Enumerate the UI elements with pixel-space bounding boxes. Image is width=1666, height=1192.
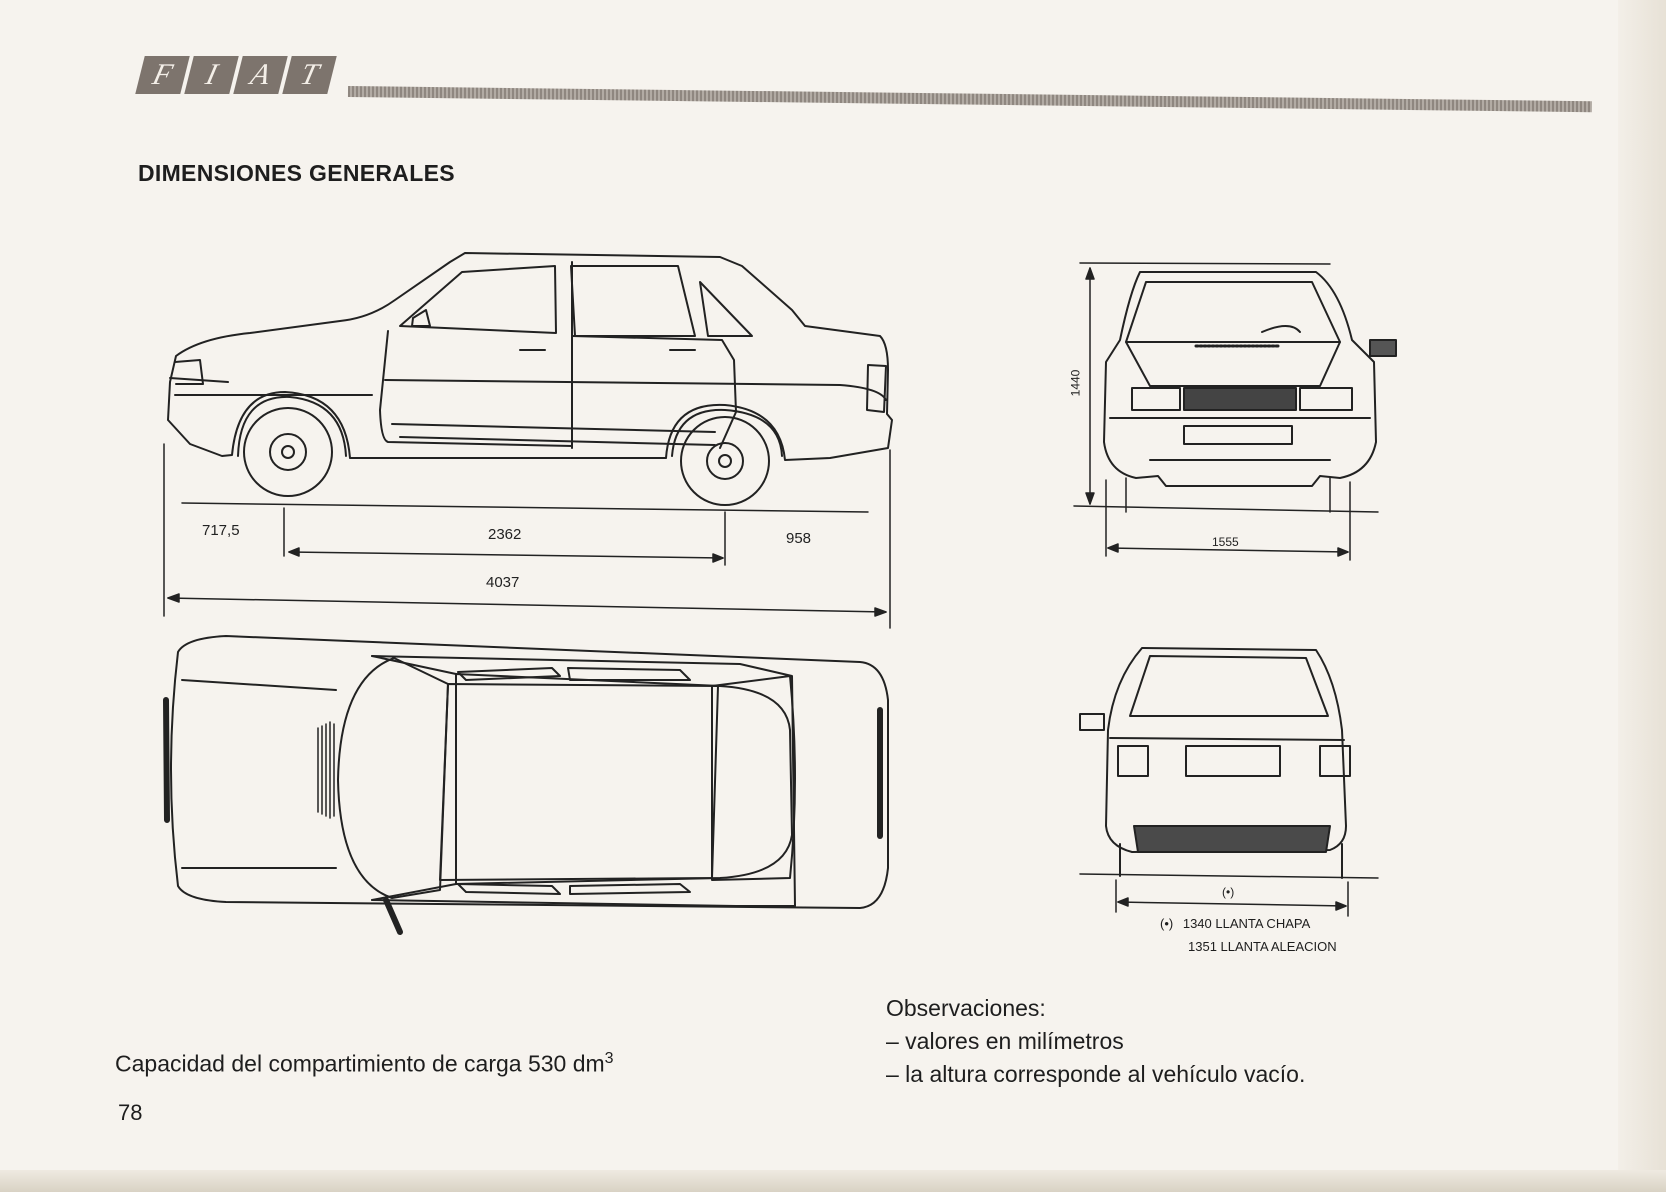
side-view-car [167, 252, 893, 461]
observation-item: – valores en milímetros [886, 1028, 1124, 1054]
observations-list: Observaciones: – valores en milímetros –… [886, 992, 1305, 1091]
cargo-capacity-exponent: 3 [604, 1050, 614, 1067]
observation-item: – la altura corresponde al vehículo vací… [886, 1061, 1306, 1087]
height-label: 1440 [1068, 369, 1083, 397]
cargo-capacity-text: Capacidad del compartimiento de carga 53… [115, 1050, 605, 1077]
page-edge-shadow [1618, 0, 1666, 1192]
page-bottom-shadow [0, 1170, 1666, 1192]
front-view-car [1103, 271, 1397, 487]
observations-heading: Observaciones: [886, 995, 1046, 1021]
top-view-mirror [383, 897, 403, 935]
rear-track-note: (•) 1340 LLANTA CHAPA 1351 LLANTA ALEACI… [1160, 912, 1337, 958]
page-number: 78 [118, 1100, 143, 1125]
rear-track-marker: (•) [1222, 885, 1235, 899]
rear-view-dimension-lines [1079, 873, 1379, 917]
footnote-line-2: 1351 LLANTA ALEACION [1188, 939, 1337, 954]
cargo-capacity: Capacidad del compartimiento de carga 53… [115, 1050, 614, 1078]
rear-view-car [1079, 647, 1351, 879]
front-view-dimension-lines [1073, 262, 1379, 561]
side-view-wheel-rear [680, 416, 770, 506]
top-view-vents [317, 721, 335, 819]
overall-length-label: 4037 [486, 574, 520, 591]
side-view-wheel-front [243, 407, 333, 497]
rear-overhang-label: 958 [786, 530, 812, 547]
top-view-car [170, 635, 889, 909]
front-track-label: 1555 [1212, 535, 1239, 549]
footnote-marker: (•) [1160, 916, 1174, 931]
front-overhang-label: 717,5 [202, 522, 240, 539]
wheelbase-label: 2362 [488, 526, 522, 543]
top-view-bumpers [163, 697, 883, 839]
page-title: DIMENSIONES GENERALES [138, 160, 455, 186]
footnote-line-1: 1340 LLANTA CHAPA [1182, 916, 1311, 931]
side-view-dimension-lines [163, 443, 891, 629]
